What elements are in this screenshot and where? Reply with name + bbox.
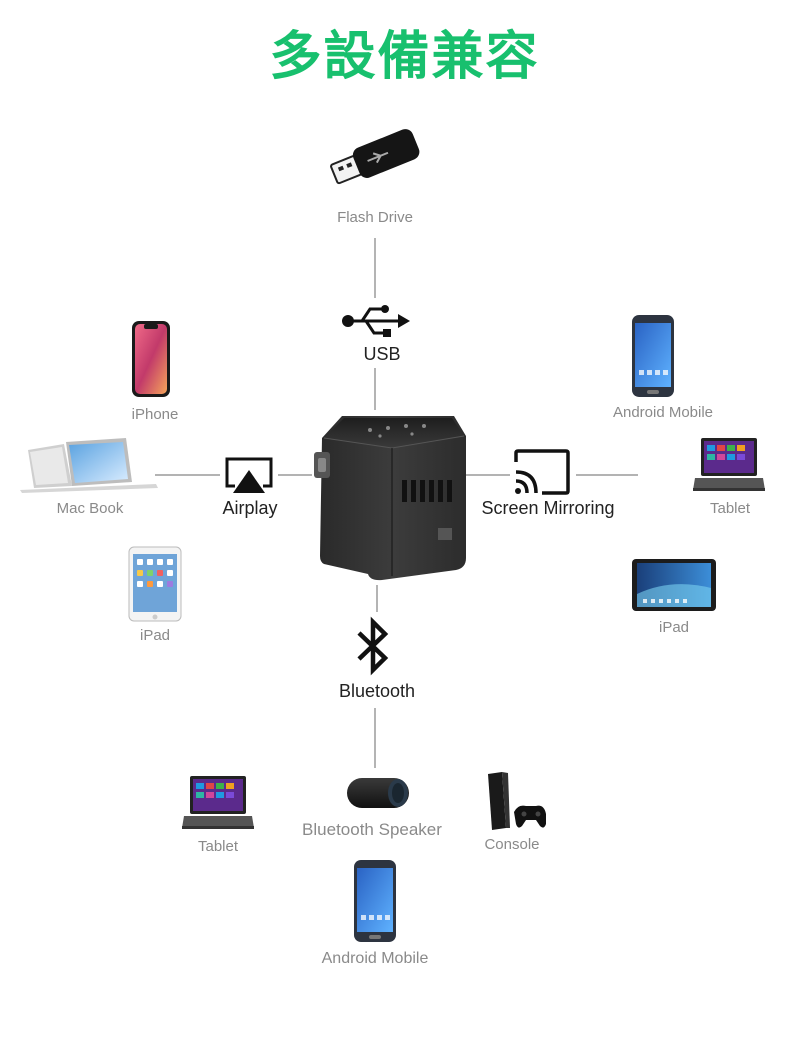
page-title: 多設備兼容: [269, 27, 540, 87]
flash-drive-icon: [330, 129, 420, 185]
iphone-label: iPhone: [131, 406, 179, 423]
cast-icon: [514, 449, 570, 495]
console-label: Console: [484, 836, 540, 853]
ipad-left-icon: [128, 546, 182, 622]
macbook-label: Mac Book: [56, 500, 124, 517]
projector-image: [314, 416, 466, 581]
iphone-icon: [132, 321, 170, 397]
flash-drive-label: Flash Drive: [337, 209, 413, 226]
tablet-right-label: Tablet: [709, 500, 751, 517]
ipad-right-label: iPad: [658, 619, 690, 636]
android-phone-bottom-icon: [354, 860, 396, 942]
android-phone-top-icon: [632, 315, 674, 397]
ipad-right-icon: [632, 559, 716, 611]
airplay-icon: [225, 457, 273, 493]
macbook-icon: [20, 438, 158, 493]
laptop-bottom-icon: [182, 776, 254, 829]
usb-label: USB: [363, 344, 401, 364]
android-top-label: Android Mobile: [612, 404, 714, 421]
bluetooth-icon: [357, 616, 389, 676]
mirroring-label: Screen Mirroring: [481, 498, 615, 518]
speaker-label: Bluetooth Speaker: [302, 820, 442, 839]
usb-icon: [342, 305, 410, 337]
laptop-right-icon: [693, 438, 765, 491]
android-bottom-label: Android Mobile: [321, 950, 429, 967]
tablet-bottom-label: Tablet: [197, 838, 239, 855]
bluetooth-label: Bluetooth: [338, 681, 416, 701]
console-icon: [488, 772, 546, 830]
speaker-icon: [347, 778, 409, 808]
airplay-label: Airplay: [222, 498, 278, 518]
ipad-left-label: iPad: [139, 627, 171, 644]
